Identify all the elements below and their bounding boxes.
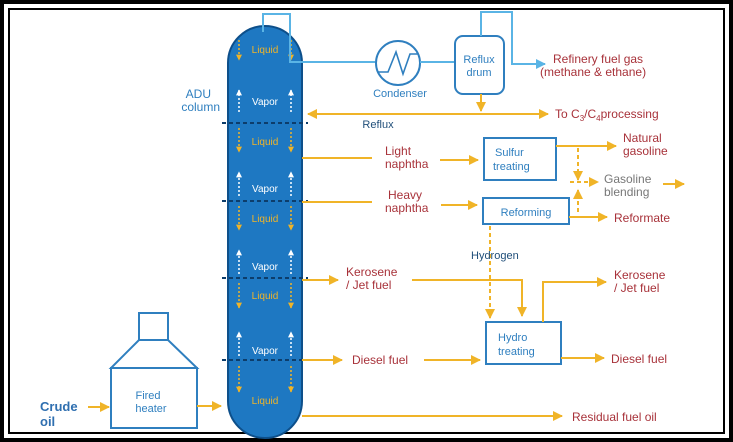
inner-frame <box>8 8 725 434</box>
kerosene-out-label: Kerosene <box>614 268 666 282</box>
column-vapor-label: Vapor <box>252 262 279 273</box>
fired-heater-label-2: heater <box>135 403 167 415</box>
column-vapor-label: Vapor <box>252 184 279 195</box>
adu-column-label: ADU <box>186 87 211 101</box>
fired-heater <box>108 312 200 429</box>
kerosene-in-label: Kerosene <box>346 265 398 279</box>
adu-column: Liquid Vapor Liquid Vapor Liquid Vapor L… <box>222 25 308 439</box>
column-liquid-label: Liquid <box>252 214 279 225</box>
reforming-box <box>482 197 570 225</box>
hydrogen-label: Hydrogen <box>471 250 519 262</box>
adu-column-label-2: column <box>181 100 220 114</box>
hydro-treating-box <box>485 321 562 365</box>
kerosene-out-label-2: / Jet fuel <box>614 281 659 295</box>
sulfur-treating-label-2: treating <box>493 161 530 173</box>
reflux-drum-label: Reflux <box>463 54 495 66</box>
hydro-treating-label-2: treating <box>498 346 535 358</box>
crude-oil-label-2: oil <box>40 414 55 429</box>
fuel-gas-line <box>480 11 546 69</box>
gasoline-blending-branches <box>570 148 599 212</box>
crude-oil-label: Crude <box>40 399 78 414</box>
reformate-label: Reformate <box>614 211 670 225</box>
kerosene-out-line <box>542 277 607 322</box>
column-trays <box>222 122 308 361</box>
overhead-vapor-line <box>262 13 375 63</box>
heavy-naphtha-label: Heavy <box>388 188 422 202</box>
kerosene-line-b <box>412 279 527 317</box>
diesel-out-label: Diesel fuel <box>611 352 667 366</box>
natural-gasoline-label-2: gasoline <box>623 144 668 158</box>
column-liquid-label: Liquid <box>252 45 279 56</box>
refinery-fuel-gas-label-2: (methane & ethane) <box>540 65 646 79</box>
heavy-naphtha-label-2: naphtha <box>385 201 429 215</box>
c3c4-processing-label: To C3/C4processing <box>555 107 659 123</box>
reflux-label: Reflux <box>362 119 394 131</box>
column-liquid-label: Liquid <box>252 137 279 148</box>
condenser <box>375 40 421 86</box>
column-vapor-label: Vapor <box>252 346 279 357</box>
column-liquid-label: Liquid <box>252 396 279 407</box>
diesel-in-label: Diesel fuel <box>352 353 408 367</box>
condenser-label: Condenser <box>373 88 427 100</box>
reflux-drum <box>454 35 505 95</box>
refinery-fuel-gas-label: Refinery fuel gas <box>553 52 643 66</box>
light-naphtha-label: Light <box>385 144 412 158</box>
column-liquid-label: Liquid <box>252 291 279 302</box>
gasoline-blending-label-2: blending <box>604 185 649 199</box>
kerosene-in-label-2: / Jet fuel <box>346 278 391 292</box>
reforming-label: Reforming <box>501 207 552 219</box>
gasoline-blending-label: Gasoline <box>604 172 652 186</box>
fired-heater-label: Fired <box>135 390 160 402</box>
hydro-treating-label: Hydro <box>498 332 527 344</box>
reflux-drum-label-2: drum <box>466 67 491 79</box>
column-vapor-label: Vapor <box>252 97 279 108</box>
sulfur-treating-label: Sulfur <box>495 147 524 159</box>
residual-fuel-oil-label: Residual fuel oil <box>572 410 657 424</box>
light-naphtha-label-2: naphtha <box>385 157 429 171</box>
natural-gasoline-label: Natural <box>623 131 662 145</box>
sulfur-treating-box <box>483 137 557 181</box>
